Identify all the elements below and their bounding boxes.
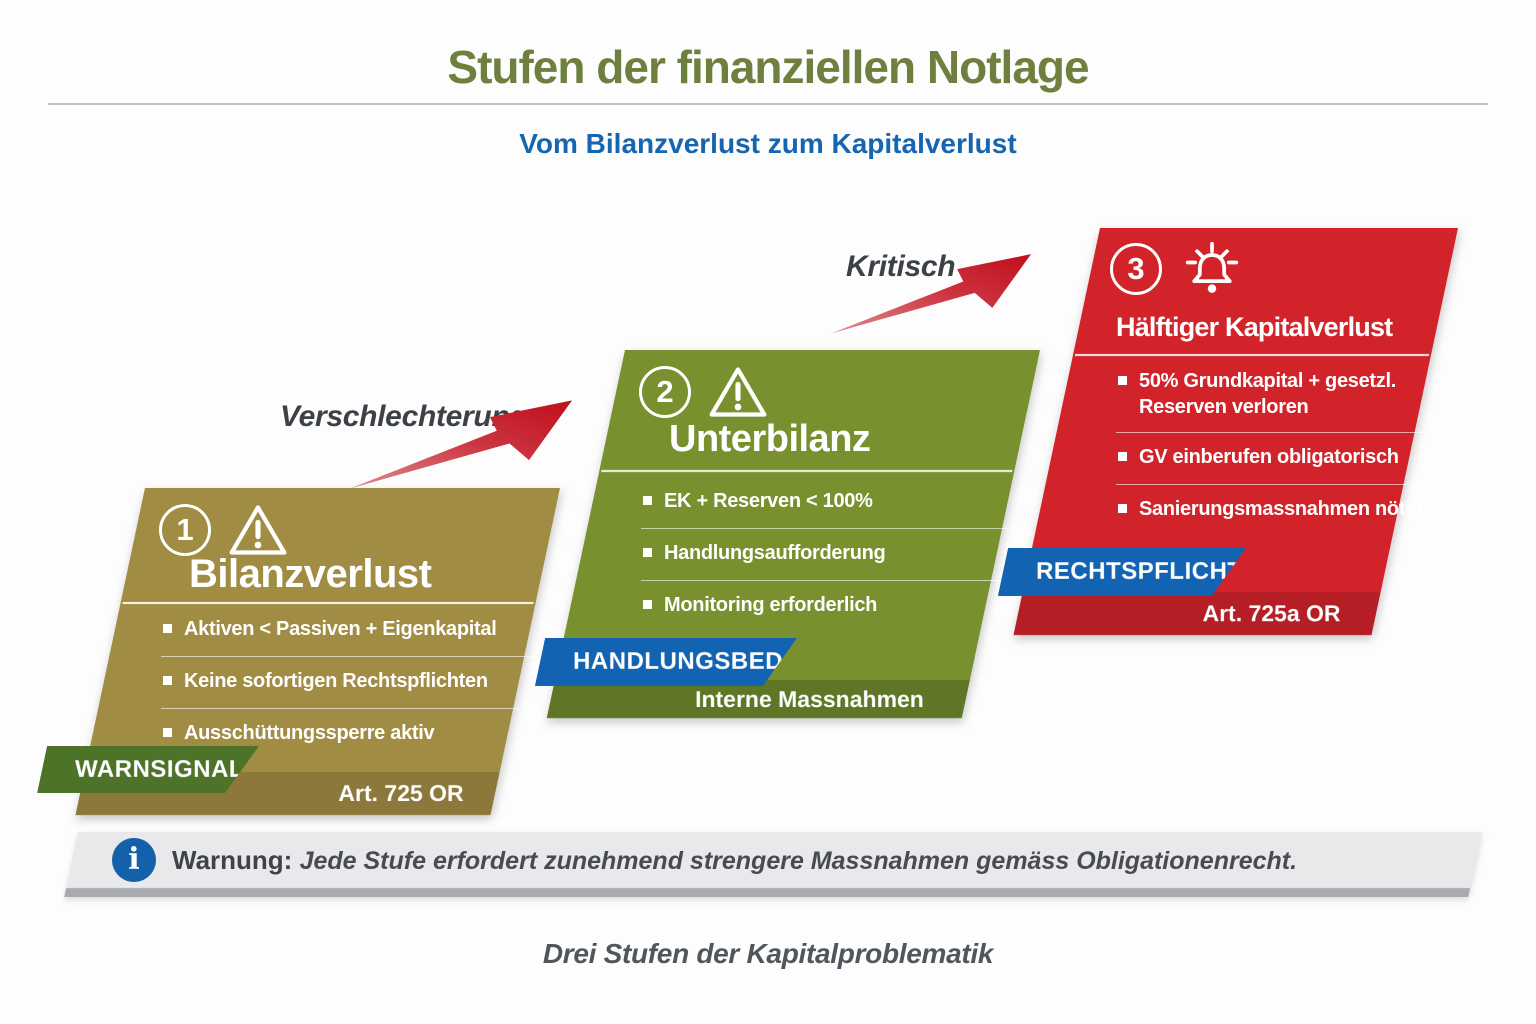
- stage-number-badge: 3: [1110, 243, 1162, 295]
- title-divider: [48, 103, 1488, 105]
- bullet-text: 50% Grundkapital + gesetzl. Reserven ver…: [1139, 370, 1396, 418]
- info-icon: i: [112, 838, 156, 882]
- bullet-text: GV einberufen obligatorisch: [1139, 446, 1399, 468]
- warning-triangle-icon: [229, 505, 287, 555]
- bullet-item: Handlungsaufforderung: [643, 540, 1032, 566]
- bullet-text: Aktiven < Passiven + Eigenkapital: [184, 618, 497, 640]
- badge-label: WARNSIGNAL: [75, 756, 244, 783]
- bullet-text: Handlungsaufforderung: [664, 542, 886, 564]
- warning-bar: i Warnung: Jede Stufe erfordert zunehmen…: [64, 832, 1482, 897]
- stage-title: Unterbilanz: [669, 418, 871, 460]
- bullet-separator: [161, 656, 554, 657]
- bullet-square-icon: [163, 728, 172, 737]
- bullet-separator: [161, 708, 554, 709]
- info-icon-glyph: i: [128, 842, 140, 877]
- bullet-item: Ausschüttungssperre aktiv: [163, 720, 552, 746]
- bullet-square-icon: [643, 496, 652, 505]
- stage-1-badge: WARNSIGNAL: [37, 746, 259, 793]
- bullet-separator: [1116, 484, 1452, 485]
- warning-bar-shadow-strip: [64, 888, 1471, 897]
- stage-number-badge: 2: [639, 366, 691, 418]
- bullet-square-icon: [1118, 504, 1127, 513]
- stage-3-content: 3 Hälftiger Kapitalverlust 50% Grundkapi…: [1100, 228, 1458, 635]
- stage-3-header: 3: [1110, 240, 1246, 298]
- bullet-square-icon: [163, 624, 172, 633]
- warning-bar-content: i Warnung: Jede Stufe erfordert zunehmen…: [78, 832, 1482, 888]
- bullet-text: EK + Reserven < 100%: [664, 490, 873, 512]
- stage-1-content: 1 Bilanzverlust Aktiven < Passiven + Eig…: [145, 488, 560, 815]
- bullet-text: Ausschüttungssperre aktiv: [184, 722, 435, 744]
- warning-text-row: Warnung: Jede Stufe erfordert zunehmend …: [172, 845, 1297, 876]
- warning-triangle-icon: [709, 367, 767, 417]
- stage-1-header: 1: [159, 502, 289, 558]
- trend-arrow-2-icon: [831, 254, 1032, 334]
- stage-2-badge: HANDLUNGSBEDARF: [535, 638, 797, 686]
- bullet-text: Sanierungsmassnahmen nötig: [1139, 498, 1423, 520]
- warning-text: Jede Stufe erfordert zunehmend strengere…: [299, 846, 1298, 875]
- alarm-bell-icon: [1185, 241, 1239, 293]
- badge-label: RECHTSPFLICHT: [1036, 558, 1243, 585]
- page-title: Stufen der finanziellen Notlage: [447, 41, 1089, 93]
- warning-label: Warnung:: [172, 844, 293, 875]
- bullet-item: Sanierungsmassnahmen nötig: [1118, 496, 1450, 522]
- bullet-text: Keine sofortigen Rechtspflichten: [184, 670, 488, 692]
- arrow-1-label: Verschlechterung: [280, 400, 528, 433]
- stage-2-header: 2: [639, 364, 769, 420]
- bullet-square-icon: [643, 548, 652, 557]
- bullet-separator: [641, 580, 1034, 581]
- bullet-item: GV einberufen obligatorisch: [1118, 444, 1450, 470]
- bullet-square-icon: [1118, 376, 1127, 385]
- bullet-item: EK + Reserven < 100%: [643, 488, 1032, 514]
- stage-title: Bilanzverlust: [189, 552, 432, 596]
- bullet-item: Aktiven < Passiven + Eigenkapital: [163, 616, 552, 642]
- bullet-separator: [641, 528, 1034, 529]
- bullet-square-icon: [1118, 452, 1127, 461]
- bullet-separator: [1116, 432, 1452, 433]
- trend-arrow-1-icon: [350, 400, 573, 489]
- bullet-item: Keine sofortigen Rechtspflichten: [163, 668, 552, 694]
- stage-number-badge: 1: [159, 504, 211, 556]
- badge-label: HANDLUNGSBEDARF: [573, 648, 834, 675]
- bullet-item: 50% Grundkapital + gesetzl. Reserven ver…: [1118, 368, 1450, 420]
- arrow-2-label: Kritisch: [846, 250, 956, 283]
- stage-2-unterbilanz: Interne Massnahmen 2 Unterbilanz EK + Re…: [625, 350, 1040, 718]
- page-subtitle: Vom Bilanzverlust zum Kapitalverlust: [519, 128, 1017, 159]
- bullet-square-icon: [643, 600, 652, 609]
- footer-caption: Drei Stufen der Kapitalproblematik: [542, 938, 994, 969]
- stage-2-content: 2 Unterbilanz EK + Reserven < 100% Handl…: [625, 350, 1040, 718]
- bullet-item: Monitoring erforderlich: [643, 592, 1032, 618]
- stage-title: Hälftiger Kapitalverlust: [1116, 312, 1393, 342]
- stage-3-haelftiger-kapitalverlust: Art. 725a OR 3 Hälftiger Kapitalverlust …: [1100, 228, 1458, 635]
- bullet-text: Monitoring erforderlich: [664, 594, 878, 616]
- stage-3-badge: RECHTSPFLICHT: [998, 548, 1246, 596]
- stage-1-bilanzverlust: Art. 725 OR 1 Bilanzverlust Aktiven < Pa…: [145, 488, 560, 815]
- bullet-square-icon: [163, 676, 172, 685]
